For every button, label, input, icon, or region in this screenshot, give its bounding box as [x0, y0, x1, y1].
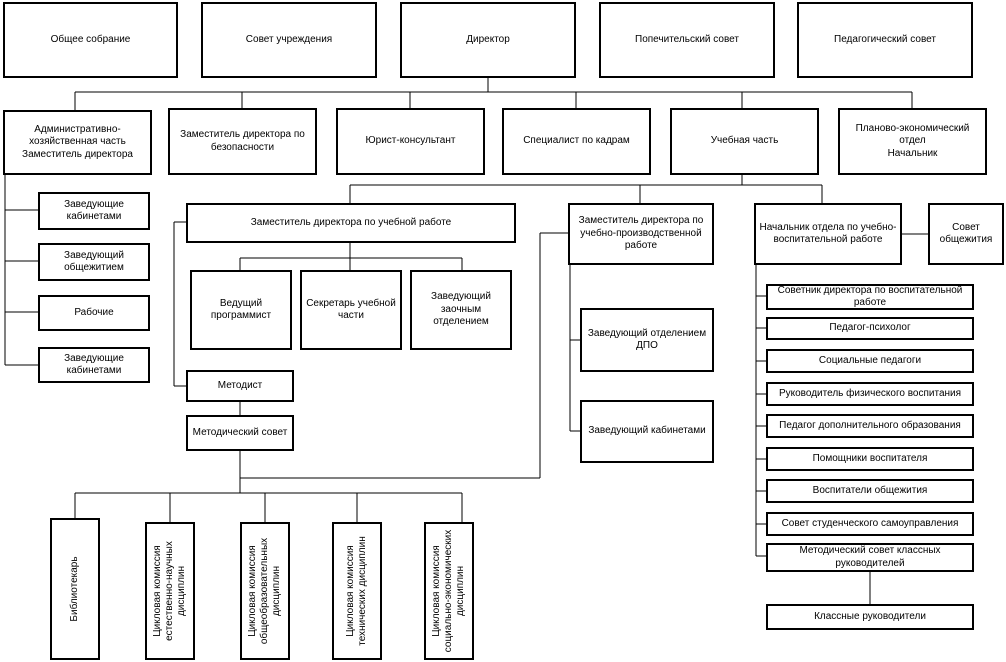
- educational-item-box: Социальные педагоги: [766, 349, 974, 373]
- academic-part-box: Учебная часть: [670, 108, 819, 175]
- general-meeting-box: Общее собрание: [3, 2, 178, 78]
- lead-programmer-box: Ведущий программист: [190, 270, 292, 350]
- commission-box: Цикловая комиссия естественно-научных ди…: [145, 522, 195, 660]
- admin-item-box: Рабочие: [38, 295, 150, 331]
- methodist-box: Методист: [186, 370, 294, 402]
- planning-dept-box: Планово-экономический отдел Начальник: [838, 108, 987, 175]
- librarian-box: Библиотекарь: [50, 518, 100, 660]
- commission-box: Цикловая комиссия общеобразовательных ди…: [240, 522, 290, 660]
- commission-box: Цикловая комиссия социально-экономически…: [424, 522, 474, 660]
- commission-label: Цикловая комиссия технических дисциплин: [345, 536, 368, 646]
- director-box: Директор: [400, 2, 576, 78]
- class-teachers-box: Классные руководители: [766, 604, 974, 630]
- head-educational-box: Начальник отдела по учебно- воспитательн…: [754, 203, 902, 265]
- dorm-council-box: Совет общежития: [928, 203, 1004, 265]
- educational-item-box: Руководитель физического воспитания: [766, 382, 974, 406]
- librarian-label: Библиотекарь: [69, 556, 80, 622]
- educational-item-box: Советник директора по воспитательной раб…: [766, 284, 974, 310]
- educational-item-box: Педагог дополнительного образования: [766, 414, 974, 438]
- deputy-production-box: Заместитель директора по учебно-производ…: [568, 203, 714, 265]
- pedagogical-council-box: Педагогический совет: [797, 2, 973, 78]
- admin-item-box: Заведующий общежитием: [38, 243, 150, 281]
- head-cabinets-box: Заведующий кабинетами: [580, 400, 714, 463]
- trustees-box: Попечительский совет: [599, 2, 775, 78]
- admin-item-box: Заведующие кабинетами: [38, 192, 150, 230]
- deputy-study-box: Заместитель директора по учебной работе: [186, 203, 516, 243]
- commission-label: Цикловая комиссия естественно-научных ди…: [152, 541, 187, 641]
- head-correspondence-box: Заведующий заочным отделением: [410, 270, 512, 350]
- head-dpo-box: Заведующий отделением ДПО: [580, 308, 714, 372]
- security-deputy-box: Заместитель директора по безопасности: [168, 108, 317, 175]
- commission-label: Цикловая комиссия общеобразовательных ди…: [247, 537, 282, 645]
- commission-box: Цикловая комиссия технических дисциплин: [332, 522, 382, 660]
- admin-deputy-box: Административно- хозяйственная часть Зам…: [3, 110, 152, 175]
- commission-label: Цикловая комиссия социально-экономически…: [431, 529, 466, 653]
- methodical-council-box: Методический совет: [186, 415, 294, 451]
- secretary-box: Секретарь учебной части: [300, 270, 402, 350]
- educational-item-box: Помощники воспитателя: [766, 447, 974, 471]
- educational-item-box: Педагог-психолог: [766, 317, 974, 340]
- lawyer-box: Юрист-консультант: [336, 108, 485, 175]
- educational-item-box: Воспитатели общежития: [766, 479, 974, 503]
- educational-item-box: Методический совет классных руководителе…: [766, 543, 974, 572]
- institution-council-box: Совет учреждения: [201, 2, 377, 78]
- hr-specialist-box: Специалист по кадрам: [502, 108, 651, 175]
- educational-item-box: Совет студенческого самоуправления: [766, 512, 974, 536]
- admin-item-box: Заведующие кабинетами: [38, 347, 150, 383]
